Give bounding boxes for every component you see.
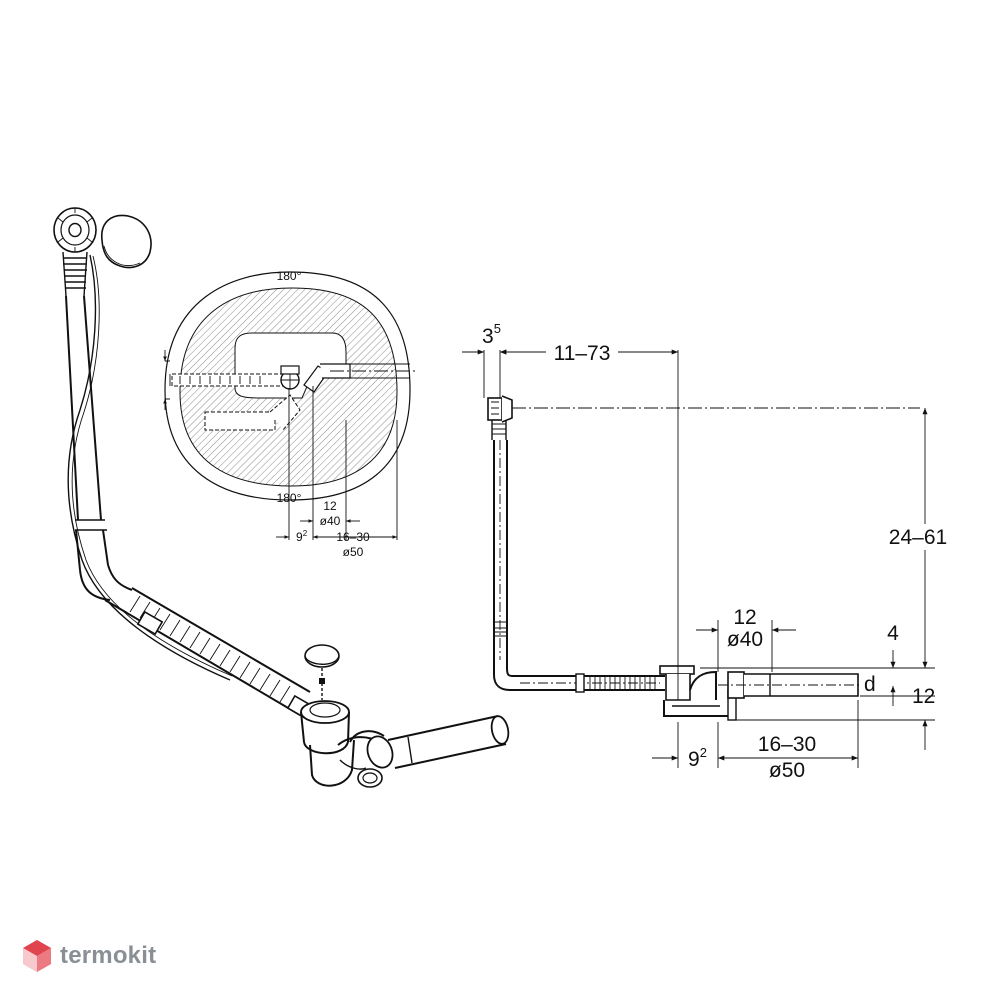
- side-dim-d50: ø50: [769, 759, 805, 782]
- plan-dim-16-30: 16–30: [336, 530, 370, 544]
- plan-dim-9: 92: [296, 529, 308, 544]
- plan-dim-d50: ø50: [343, 545, 364, 559]
- side-dim-d40: ø40: [727, 628, 763, 651]
- side-dim-3: 35: [482, 321, 501, 348]
- overflow-cap-icon: [101, 214, 152, 269]
- overflow-head-icon: [53, 207, 97, 253]
- plan-angle-top: 180°: [277, 269, 302, 283]
- side-dim-9: 92: [688, 745, 707, 771]
- watermark-brand: termokit: [60, 942, 157, 969]
- plan-dim-12: 12: [323, 499, 337, 513]
- side-outlet-pipe-icon: [718, 671, 862, 699]
- side-dim-16-30: 16–30: [758, 733, 816, 756]
- side-dim-12-top: 12: [733, 606, 756, 629]
- plan-view: 180° 180° 12 ø40 92 16–30 ø50: [163, 269, 415, 559]
- bath-waste-icon: [300, 700, 383, 788]
- side-dim-12-right: 12: [912, 685, 935, 708]
- hexagon-cube-logo-icon: [23, 940, 51, 972]
- side-dim-24-61: 24–61: [889, 526, 947, 549]
- drain-plug-icon: [304, 644, 340, 700]
- side-dim-4: 4: [887, 622, 899, 645]
- corrugated-hose-icon: [104, 587, 314, 720]
- isometric-drain-assembly: [53, 207, 510, 788]
- side-overflow-head-icon: [487, 395, 513, 423]
- plan-dim-d40: ø40: [320, 514, 341, 528]
- watermark-logo: termokit: [22, 936, 156, 976]
- plan-angle-bottom: 180°: [277, 491, 302, 505]
- side-dim-11-73: 11–73: [554, 342, 611, 365]
- outlet-pipe-icon: [349, 715, 510, 769]
- side-view: 35 11–73 24–61 12 ø40 4 d 12 92 16–30 ø5…: [462, 321, 954, 782]
- side-dim-d: d: [864, 673, 876, 696]
- side-waste-body-icon: [659, 665, 737, 721]
